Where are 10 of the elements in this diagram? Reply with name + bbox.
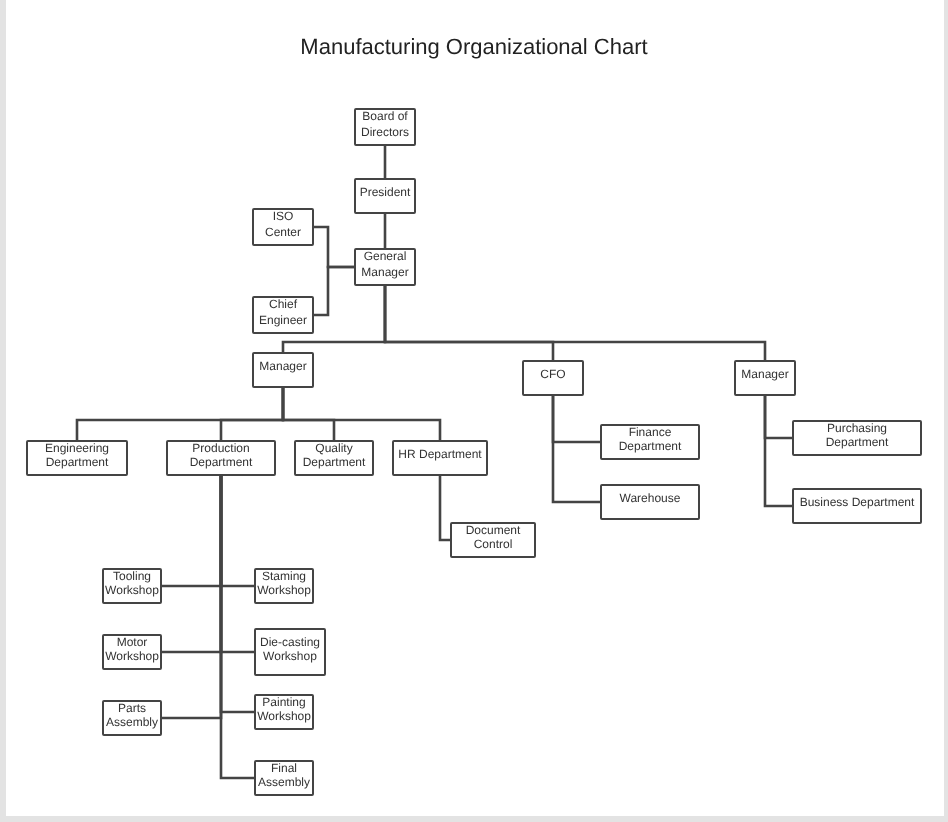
connector-line bbox=[281, 388, 442, 440]
connector-line bbox=[383, 214, 387, 248]
chart-title: Manufacturing Organizational Chart bbox=[298, 36, 650, 60]
connector-line bbox=[438, 476, 450, 542]
connector-line bbox=[219, 476, 254, 780]
connector-line bbox=[383, 146, 387, 178]
connector-line bbox=[383, 286, 767, 360]
connector-line bbox=[314, 265, 354, 317]
connector-line bbox=[551, 396, 600, 504]
connector-line bbox=[763, 396, 792, 508]
